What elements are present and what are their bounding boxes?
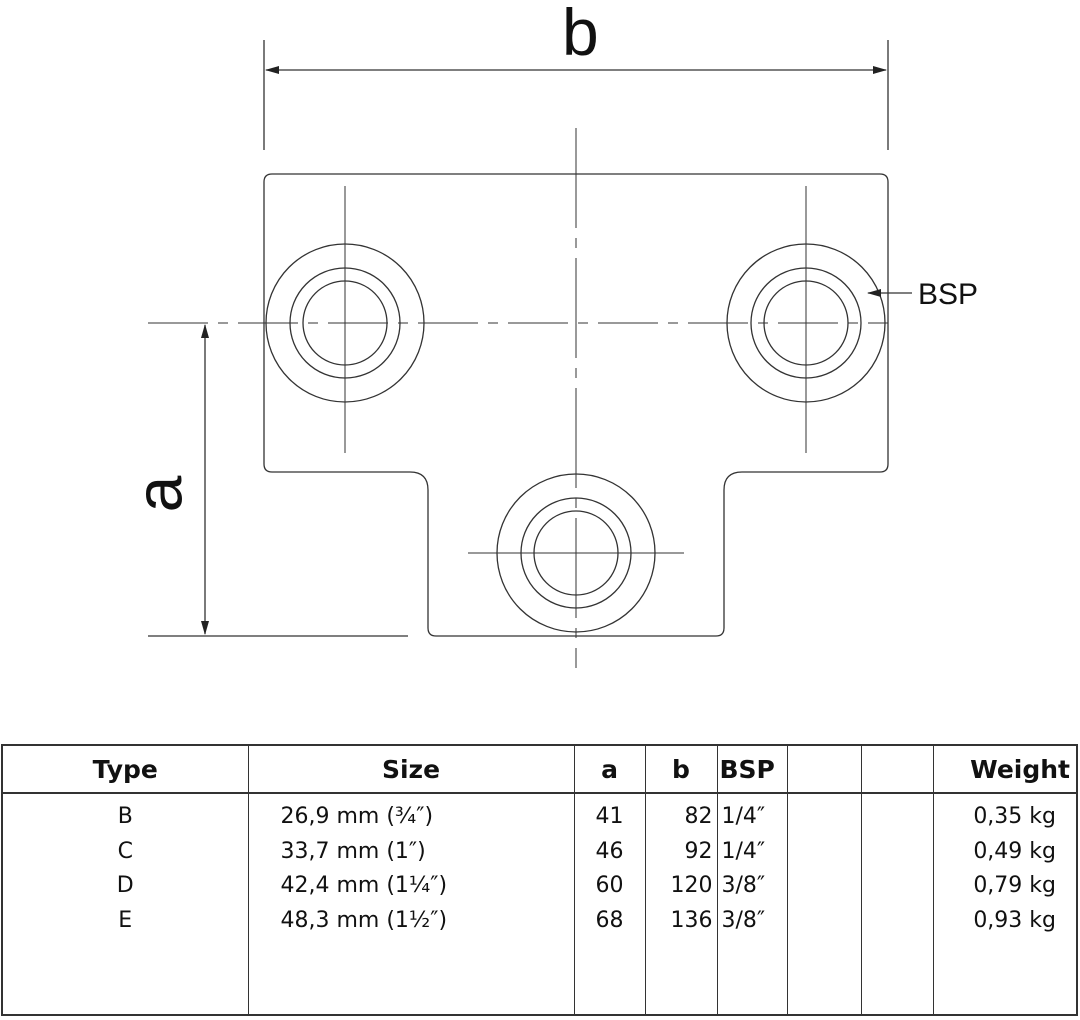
- size-column: 26,9 mm (¾″) 33,7 mm (1″) 42,4 mm (1¼″) …: [247, 793, 575, 1015]
- table-header: Type Size a b BSP Weight: [1, 745, 1078, 794]
- cell-weight: 0,49 kg: [973, 838, 1056, 864]
- bsp-label: BSP: [918, 278, 979, 311]
- cell-size: 42,4 mm (1¼″): [280, 873, 448, 898]
- cell-type: B: [117, 804, 133, 829]
- cell-size: 26,9 mm (¾″): [280, 804, 434, 829]
- cell-a: 46: [595, 838, 624, 864]
- cell-weight: 0,79 kg: [973, 873, 1056, 898]
- cell-type: C: [117, 838, 133, 864]
- cell-b: 92: [684, 838, 713, 864]
- header-empty-2: [860, 745, 934, 794]
- type-column: B C D E: [1, 793, 249, 1015]
- header-a: a: [573, 745, 646, 794]
- cell-bsp: 3/8″: [721, 907, 766, 933]
- header-bsp: BSP: [716, 745, 788, 794]
- empty-column-2: [860, 793, 934, 1015]
- b-column: 82 92 120 136: [644, 793, 718, 1015]
- cell-bsp: 3/8″: [721, 873, 766, 898]
- center-lines: [148, 128, 888, 668]
- bsp-column: 1/4″ 1/4″ 3/8″ 3/8″: [716, 793, 788, 1015]
- cell-a: 68: [595, 907, 624, 933]
- cell-bsp: 1/4″: [721, 804, 766, 829]
- cell-a: 60: [595, 873, 624, 898]
- empty-column-1: [786, 793, 862, 1015]
- dimension-a-label: a: [121, 475, 196, 513]
- dimension-a: [148, 324, 408, 637]
- cell-type: D: [116, 873, 134, 898]
- header-weight: Weight: [932, 745, 1078, 794]
- cell-weight: 0,93 kg: [973, 907, 1056, 933]
- cell-weight: 0,35 kg: [973, 804, 1056, 829]
- cell-size: 48,3 mm (1½″): [280, 907, 448, 933]
- a-column: 41 46 60 68: [573, 793, 646, 1015]
- cell-b: 136: [670, 907, 713, 933]
- fitting-drawing: [148, 40, 912, 668]
- cell-bsp: 1/4″: [721, 838, 766, 864]
- header-empty-1: [786, 745, 862, 794]
- weight-column: 0,35 kg 0,49 kg 0,79 kg 0,93 kg: [932, 793, 1078, 1015]
- cell-type: E: [118, 907, 133, 933]
- header-b: b: [644, 745, 718, 794]
- cell-b: 82: [684, 804, 713, 829]
- table-body: B C D E 26,9 mm (¾″) 33,7 mm (1″) 42,4 m…: [1, 793, 1078, 1015]
- dimension-b-label: b: [562, 0, 599, 69]
- cell-size: 33,7 mm (1″): [280, 838, 426, 864]
- cell-b: 120: [670, 873, 713, 898]
- fitting-outline: [263, 173, 889, 637]
- spec-table: Type Size a b BSP Weight B C D E 26,9 mm…: [1, 744, 1078, 1016]
- header-type: Type: [1, 745, 249, 794]
- cell-a: 41: [595, 804, 624, 829]
- dimension-b: [263, 40, 889, 150]
- header-size: Size: [247, 745, 575, 794]
